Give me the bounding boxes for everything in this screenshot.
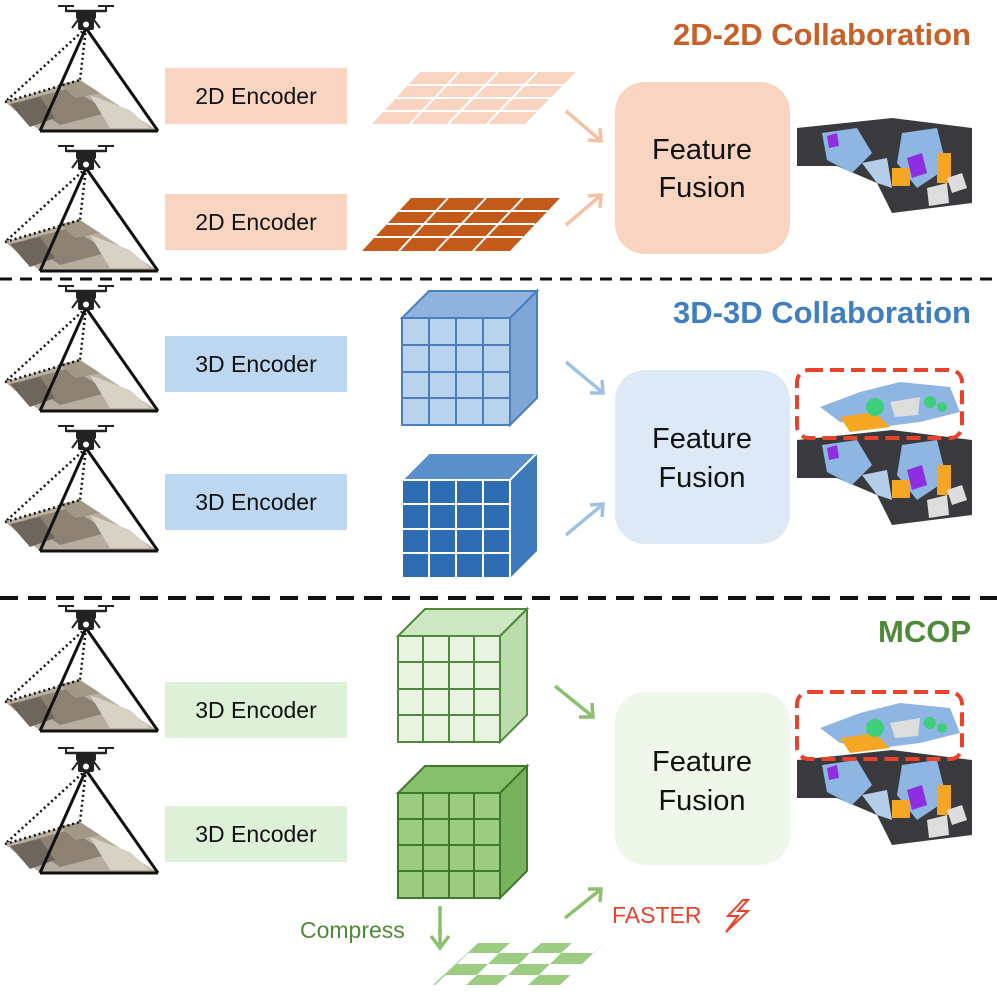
section-3d3d: 3D-3D Collaboration 3D Encoder 3D Encode…	[5, 286, 972, 579]
drone-view-2	[5, 146, 158, 271]
drone-view-4	[5, 426, 158, 551]
drone-view-3	[5, 286, 158, 411]
encoder-label-2d-2: 2D Encoder	[195, 209, 317, 235]
encoder-box-mcop-1	[165, 682, 347, 738]
lightning-bolt-icon	[725, 899, 751, 933]
seg-map-3d	[795, 368, 972, 525]
feature-cube-3d-dark	[399, 452, 540, 579]
encoder-label-3d-2: 3D Encoder	[195, 489, 317, 515]
seg-map-mcop	[795, 690, 972, 845]
compressed-plane	[433, 943, 604, 985]
arrows-2d	[564, 109, 603, 227]
encoder-label-mcop-2: 3D Encoder	[195, 821, 317, 847]
compress-label: Compress	[300, 917, 405, 943]
fusion-label-2d-2: Fusion	[658, 172, 745, 204]
encoder-label-3d-1: 3D Encoder	[195, 351, 317, 377]
arrows-mcop	[553, 684, 603, 920]
encoder-label-mcop-1: 3D Encoder	[195, 697, 317, 723]
fusion-label-2d-1: Feature	[652, 134, 752, 166]
fusion-box-3d	[615, 370, 790, 544]
arrows-3d	[564, 360, 605, 537]
encoder-box-2d-1	[165, 68, 347, 124]
section-title-mcop: MCOP	[878, 614, 971, 649]
encoder-box-2d-2	[165, 194, 347, 250]
feature-cube-mcop-light	[395, 606, 530, 745]
fusion-box-mcop	[615, 692, 790, 865]
feature-grid-2d-dark	[362, 197, 560, 252]
fusion-label-3d-2: Fusion	[658, 462, 745, 494]
faster-label: FASTER	[612, 902, 701, 928]
fusion-label-mcop-2: Fusion	[658, 785, 745, 817]
feature-grid-2d-light	[372, 71, 576, 125]
section-mcop: MCOP 3D Encoder 3D Encoder	[5, 606, 972, 985]
encoder-box-3d-2	[165, 474, 347, 530]
feature-cube-3d-light	[399, 288, 540, 428]
encoder-box-3d-1	[165, 336, 347, 392]
section-2d2d: 2D-2D Collaboration 2D Encoder 2D Encode…	[5, 6, 972, 271]
arrow-compress	[429, 906, 451, 951]
drone-view-6	[5, 748, 158, 873]
fusion-label-mcop-1: Feature	[652, 746, 752, 778]
fusion-label-3d-1: Feature	[652, 423, 752, 455]
feature-cube-mcop-dark	[395, 763, 530, 901]
fusion-box-2d	[615, 82, 790, 254]
drone-view-5	[5, 606, 158, 731]
section-title-3d3d: 3D-3D Collaboration	[673, 295, 971, 330]
section-title-2d2d: 2D-2D Collaboration	[673, 17, 971, 52]
encoder-box-mcop-2	[165, 806, 347, 862]
seg-map-2d	[797, 118, 972, 213]
encoder-label-2d-1: 2D Encoder	[195, 83, 317, 109]
